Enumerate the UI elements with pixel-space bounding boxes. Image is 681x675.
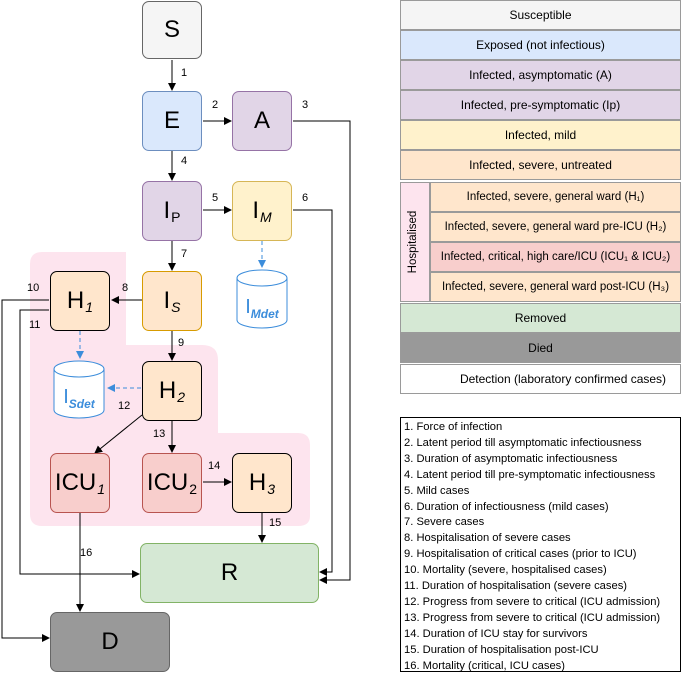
edge-label-11: 11 xyxy=(29,319,41,331)
node-icu2-label: ICU2 xyxy=(146,469,198,497)
description-13: 13. Progress from severe to critical (IC… xyxy=(404,611,661,624)
legend-died: Died xyxy=(400,333,681,363)
node-e-label: E xyxy=(163,107,180,134)
node-im: IM xyxy=(232,181,292,241)
im-det-label: IMdet xyxy=(245,296,279,321)
description-1: 1. Force of infection xyxy=(404,421,503,433)
legend-detection: Detection (laboratory confirmed cases) xyxy=(400,364,681,394)
edge-12 xyxy=(94,414,143,454)
im-det-cylinder xyxy=(236,278,288,329)
legend-hospitalised-label: Hospitalised xyxy=(407,210,419,274)
node-s: S xyxy=(142,1,202,59)
node-d: D xyxy=(50,612,170,672)
edge-label-3: 3 xyxy=(302,99,309,111)
edge-label-9: 9 xyxy=(178,337,185,349)
edge-label-7: 7 xyxy=(181,248,188,260)
legend-mild: Infected, mild xyxy=(400,120,681,150)
description-15: 15. Duration of hospitalisation post-ICU xyxy=(404,643,599,656)
edge-label-8: 8 xyxy=(122,282,129,294)
transition-descriptions: 1. Force of infection 2. Latent period t… xyxy=(400,417,681,672)
description-7: 7. Severe cases xyxy=(404,516,485,529)
edge-label-14: 14 xyxy=(208,460,221,472)
description-4: 4. Latent period till pre-symptomatic in… xyxy=(404,468,656,481)
node-h2-label: H2 xyxy=(158,377,186,405)
legend-h1: Infected, severe, general ward (H₁) xyxy=(430,182,681,212)
edge-3 xyxy=(293,120,351,584)
node-a-label: A xyxy=(253,107,270,134)
legend-icu: Infected, critical, high care/ICU (ICU₁ … xyxy=(430,242,681,272)
edge-label-2: 2 xyxy=(212,99,219,111)
description-11: 11. Duration of hospitalisation (severe … xyxy=(404,580,628,593)
node-r: R xyxy=(140,543,319,603)
is-det-label: ISdet xyxy=(63,386,95,411)
description-2: 2. Latent period till asymptomatic infec… xyxy=(404,436,642,449)
node-h3-label: H3 xyxy=(248,469,276,497)
edge-label-4: 4 xyxy=(181,155,188,167)
node-icu1-label: ICU1 xyxy=(54,469,106,497)
legend-exposed: Exposed (not infectious) xyxy=(400,30,681,60)
edge-10 xyxy=(1,299,50,642)
legend-susceptible: Susceptible xyxy=(400,0,681,30)
legend-presymptomatic: Infected, pre-symptomatic (Ip) xyxy=(400,90,681,120)
description-6: 6. Duration of infectiousness (mild case… xyxy=(404,500,609,513)
node-ip: IP xyxy=(142,181,202,241)
node-h1: H1 xyxy=(50,271,110,331)
description-10: 10. Mortality (severe, hospitalised case… xyxy=(404,564,607,577)
node-d-label: D xyxy=(101,628,119,655)
edge-label-5: 5 xyxy=(212,192,219,204)
node-h1-label: H1 xyxy=(66,287,94,315)
node-h3: H3 xyxy=(232,453,292,513)
node-s-label: S xyxy=(163,16,180,43)
description-5: 5. Mild cases xyxy=(404,484,470,497)
edge-label-13: 13 xyxy=(153,428,166,440)
description-9: 9. Hospitalisation of critical cases (pr… xyxy=(404,548,637,561)
node-icu1: ICU1 xyxy=(50,453,110,513)
edge-label-16: 16 xyxy=(80,547,93,559)
node-is: IS xyxy=(142,271,202,331)
node-r-label: R xyxy=(220,559,239,586)
edge-label-10: 10 xyxy=(27,282,40,294)
node-a: A xyxy=(232,91,292,151)
is-det-cylinder xyxy=(53,369,105,419)
description-12: 12. Progress from severe to critical (IC… xyxy=(404,595,661,608)
description-8: 8. Hospitalisation of severe cases xyxy=(404,532,571,545)
legend-h2: Infected, severe, general ward pre-ICU (… xyxy=(430,212,681,242)
node-icu2: ICU2 xyxy=(142,453,202,513)
node-ip-label: IP xyxy=(163,197,181,225)
node-im-label: IM xyxy=(252,197,272,225)
legend-hospitalised-tag: Hospitalised xyxy=(400,182,430,302)
edge-label-15: 15 xyxy=(269,517,282,529)
node-is-label: IS xyxy=(163,287,181,315)
edge-label-1: 1 xyxy=(181,67,188,79)
node-e: E xyxy=(142,91,202,151)
description-16: 16. Mortality (critical, ICU cases) xyxy=(404,659,566,672)
legend-severe-untreated: Infected, severe, untreated xyxy=(400,150,681,180)
description-14: 14. Duration of ICU stay for survivors xyxy=(404,627,588,640)
description-3: 3. Duration of asymptomatic infectiousne… xyxy=(404,452,618,465)
legend-asymptomatic: Infected, asymptomatic (A) xyxy=(400,60,681,90)
legend-removed: Removed xyxy=(400,303,681,333)
edge-label-6: 6 xyxy=(302,192,309,204)
legend-hospital-rows: Infected, severe, general ward (H₁) Infe… xyxy=(430,182,681,302)
edge-6 xyxy=(293,209,333,576)
legend-h3: Infected, severe, general ward post-ICU … xyxy=(430,272,681,302)
edge-label-12: 12 xyxy=(118,400,131,412)
legend: Susceptible Exposed (not infectious) Inf… xyxy=(400,0,681,400)
node-h2: H2 xyxy=(142,361,202,421)
